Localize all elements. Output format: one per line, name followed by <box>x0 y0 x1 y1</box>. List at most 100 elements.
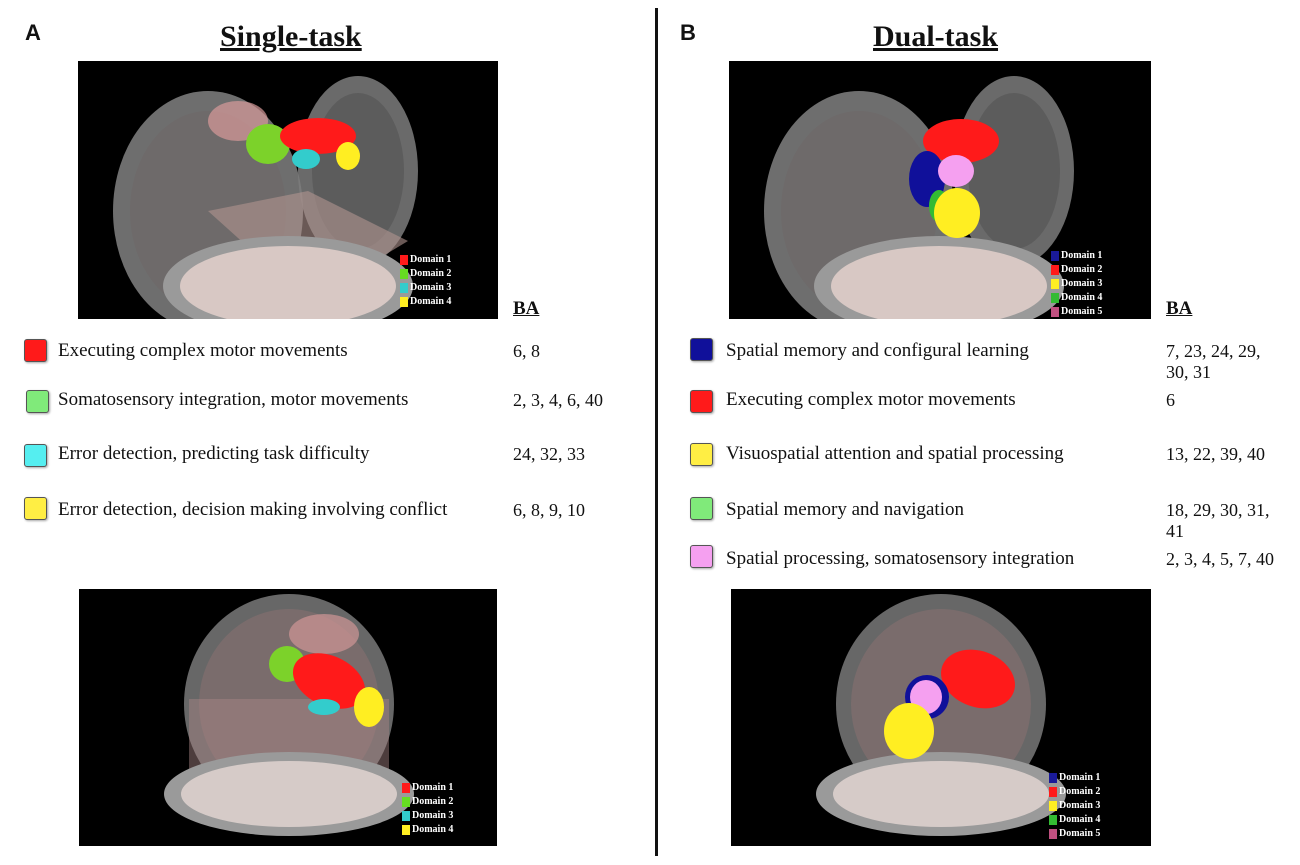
legend-swatch <box>400 255 408 265</box>
legend-swatch <box>400 283 408 293</box>
domain-3-description: Error detection, predicting task difficu… <box>58 443 370 464</box>
domain-2-description: Somatosensory integration, motor movemen… <box>58 389 409 410</box>
legend-swatch <box>1049 787 1057 797</box>
panel-b-letter: B <box>680 20 696 45</box>
legend-item: Domain 3 <box>400 281 451 295</box>
legend-label: Domain 4 <box>412 824 454 835</box>
legend-swatch <box>1051 293 1059 303</box>
legend-label: Domain 3 <box>412 810 454 821</box>
dual-domain-4-description: Spatial memory and navigation <box>726 499 964 520</box>
legend-item: Domain 2 <box>400 267 451 281</box>
dual-domain-2-description: Executing complex motor movements <box>726 389 1016 410</box>
legend-item: Domain 4 <box>1049 813 1100 827</box>
legend-item: Domain 4 <box>402 823 453 837</box>
legend-swatch <box>1051 279 1059 289</box>
legend-label: Domain 1 <box>1061 250 1103 261</box>
legend-label: Domain 2 <box>412 796 454 807</box>
legend-item: Domain 2 <box>1051 263 1102 277</box>
dual-domain-3-swatch <box>690 443 713 466</box>
dual-domain-1-ba: 7, 23, 24, 29, 30, 31 <box>1166 341 1261 382</box>
single-task-top-legend: Domain 1 Domain 2 Domain 3 Domain 4 <box>400 253 451 309</box>
domain-4-swatch <box>24 497 47 520</box>
dual-domain-4-swatch <box>690 497 713 520</box>
legend-label: Domain 3 <box>1059 800 1101 811</box>
legend-label: Domain 2 <box>1059 786 1101 797</box>
legend-label: Domain 2 <box>1061 264 1103 275</box>
legend-swatch <box>402 797 410 807</box>
legend-label: Domain 4 <box>1059 814 1101 825</box>
legend-item: Domain 2 <box>402 795 453 809</box>
dual-task-bottom-legend: Domain 1 Domain 2 Domain 3 Domain 4 Doma… <box>1049 771 1100 841</box>
legend-item: Domain 3 <box>402 809 453 823</box>
legend-item: Domain 4 <box>400 295 451 309</box>
dual-domain-2-swatch <box>690 390 713 413</box>
legend-item: Domain 4 <box>1051 291 1102 305</box>
legend-swatch <box>1049 773 1057 783</box>
dual-domain-1-description: Spatial memory and configural learning <box>726 340 1029 361</box>
legend-label: Domain 5 <box>1061 306 1103 317</box>
dual-domain-5-swatch <box>690 545 713 568</box>
legend-item: Domain 2 <box>1049 785 1100 799</box>
single-task-brain-render-bottom: Domain 1 Domain 2 Domain 3 Domain 4 <box>79 589 497 846</box>
domain-3-swatch <box>24 444 47 467</box>
legend-swatch <box>400 297 408 307</box>
legend-swatch <box>402 783 410 793</box>
legend-label: Domain 1 <box>1059 772 1101 783</box>
panel-b-title: Dual-task <box>873 20 999 53</box>
legend-swatch <box>402 825 410 835</box>
single-task-brain-render-top: Domain 1 Domain 2 Domain 3 Domain 4 <box>78 61 498 319</box>
legend-item: Domain 5 <box>1051 305 1102 319</box>
dual-task-brain-render-bottom: Domain 1 Domain 2 Domain 3 Domain 4 Doma… <box>731 589 1151 846</box>
panel-a-letter: A <box>25 20 41 45</box>
panel-a-title: Single-task <box>220 20 362 53</box>
legend-item: Domain 3 <box>1049 799 1100 813</box>
dual-task-brain-svg-top <box>764 76 1074 319</box>
legend-item: Domain 1 <box>400 253 451 267</box>
legend-swatch <box>1051 307 1059 317</box>
legend-swatch <box>402 811 410 821</box>
dual-domain-5-ba: 2, 3, 4, 5, 7, 40 <box>1166 549 1274 569</box>
domain-3-ba: 24, 32, 33 <box>513 444 585 464</box>
dual-domain-1-swatch <box>690 338 713 361</box>
dual-domain-2-ba: 6 <box>1166 390 1175 410</box>
domain-1-swatch <box>24 339 47 362</box>
dual-task-top-legend: Domain 1 Domain 2 Domain 3 Domain 4 Doma… <box>1051 249 1102 319</box>
legend-label: Domain 2 <box>410 268 452 279</box>
legend-item: Domain 1 <box>1051 249 1102 263</box>
domain-2-ba: 2, 3, 4, 6, 40 <box>513 390 603 410</box>
legend-label: Domain 4 <box>410 296 452 307</box>
legend-swatch <box>400 269 408 279</box>
legend-item: Domain 5 <box>1049 827 1100 841</box>
single-task-brain-svg-top <box>113 76 418 319</box>
legend-item: Domain 3 <box>1051 277 1102 291</box>
dual-domain-3-description: Visuospatial attention and spatial proce… <box>726 443 1064 464</box>
legend-label: Domain 4 <box>1061 292 1103 303</box>
domain-4-description: Error detection, decision making involvi… <box>58 499 448 520</box>
legend-swatch <box>1049 829 1057 839</box>
dual-domain-3-ba: 13, 22, 39, 40 <box>1166 444 1265 464</box>
legend-label: Domain 5 <box>1059 828 1101 839</box>
legend-label: Domain 3 <box>410 282 452 293</box>
legend-swatch <box>1051 251 1059 261</box>
panel-a-ba-header: BA <box>513 298 540 319</box>
domain-2-swatch <box>26 390 49 413</box>
legend-swatch <box>1049 815 1057 825</box>
legend-item: Domain 1 <box>1049 771 1100 785</box>
single-task-brain-svg-bottom <box>164 594 414 836</box>
dual-domain-5-description: Spatial processing, somatosensory integr… <box>726 548 1075 569</box>
panel-b-ba-header: BA <box>1166 298 1193 319</box>
legend-item: Domain 1 <box>402 781 453 795</box>
panel-divider <box>655 8 658 856</box>
legend-swatch <box>1051 265 1059 275</box>
domain-4-ba: 6, 8, 9, 10 <box>513 500 585 520</box>
legend-label: Domain 1 <box>410 254 452 265</box>
domain-1-description: Executing complex motor movements <box>58 340 348 361</box>
dual-task-brain-svg-bottom <box>816 594 1066 836</box>
legend-label: Domain 1 <box>412 782 454 793</box>
legend-label: Domain 3 <box>1061 278 1103 289</box>
dual-task-brain-render-top: Domain 1 Domain 2 Domain 3 Domain 4 Doma… <box>729 61 1151 319</box>
legend-swatch <box>1049 801 1057 811</box>
single-task-bottom-legend: Domain 1 Domain 2 Domain 3 Domain 4 <box>402 781 453 837</box>
domain-1-ba: 6, 8 <box>513 341 540 361</box>
dual-domain-4-ba: 18, 29, 30, 31, 41 <box>1166 500 1270 541</box>
